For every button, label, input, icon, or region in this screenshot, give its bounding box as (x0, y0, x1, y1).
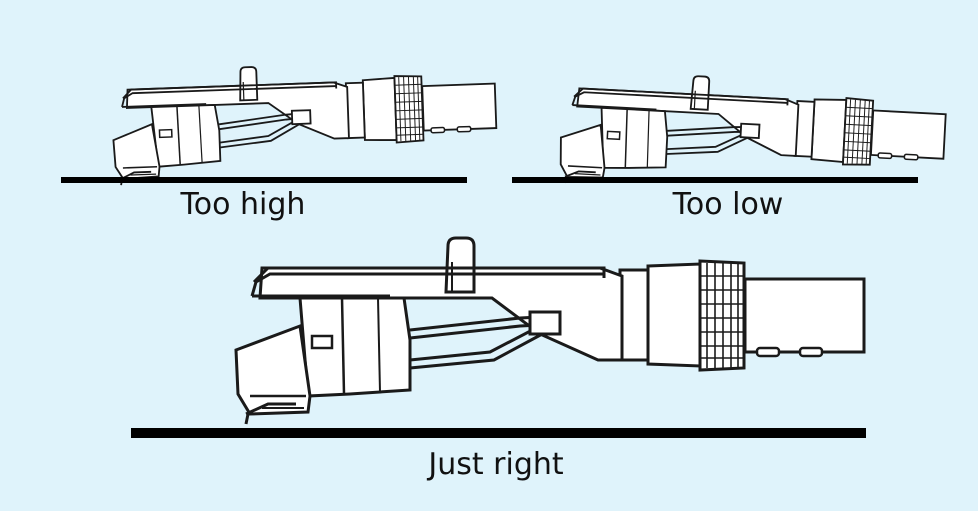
too-high-tonearm (110, 57, 499, 187)
caption-too-low: Too low (672, 187, 784, 222)
just-right-surface-line (131, 428, 866, 438)
too-high-illustration (61, 57, 499, 187)
caption-too-high: Too high (180, 187, 306, 222)
too-low-illustration (512, 68, 948, 204)
just-right-tonearm (234, 236, 866, 426)
too-high-surface-line (61, 177, 467, 183)
too-low-surface-line (512, 177, 918, 183)
caption-just-right: Just right (428, 447, 564, 482)
just-right-illustration (131, 236, 866, 438)
